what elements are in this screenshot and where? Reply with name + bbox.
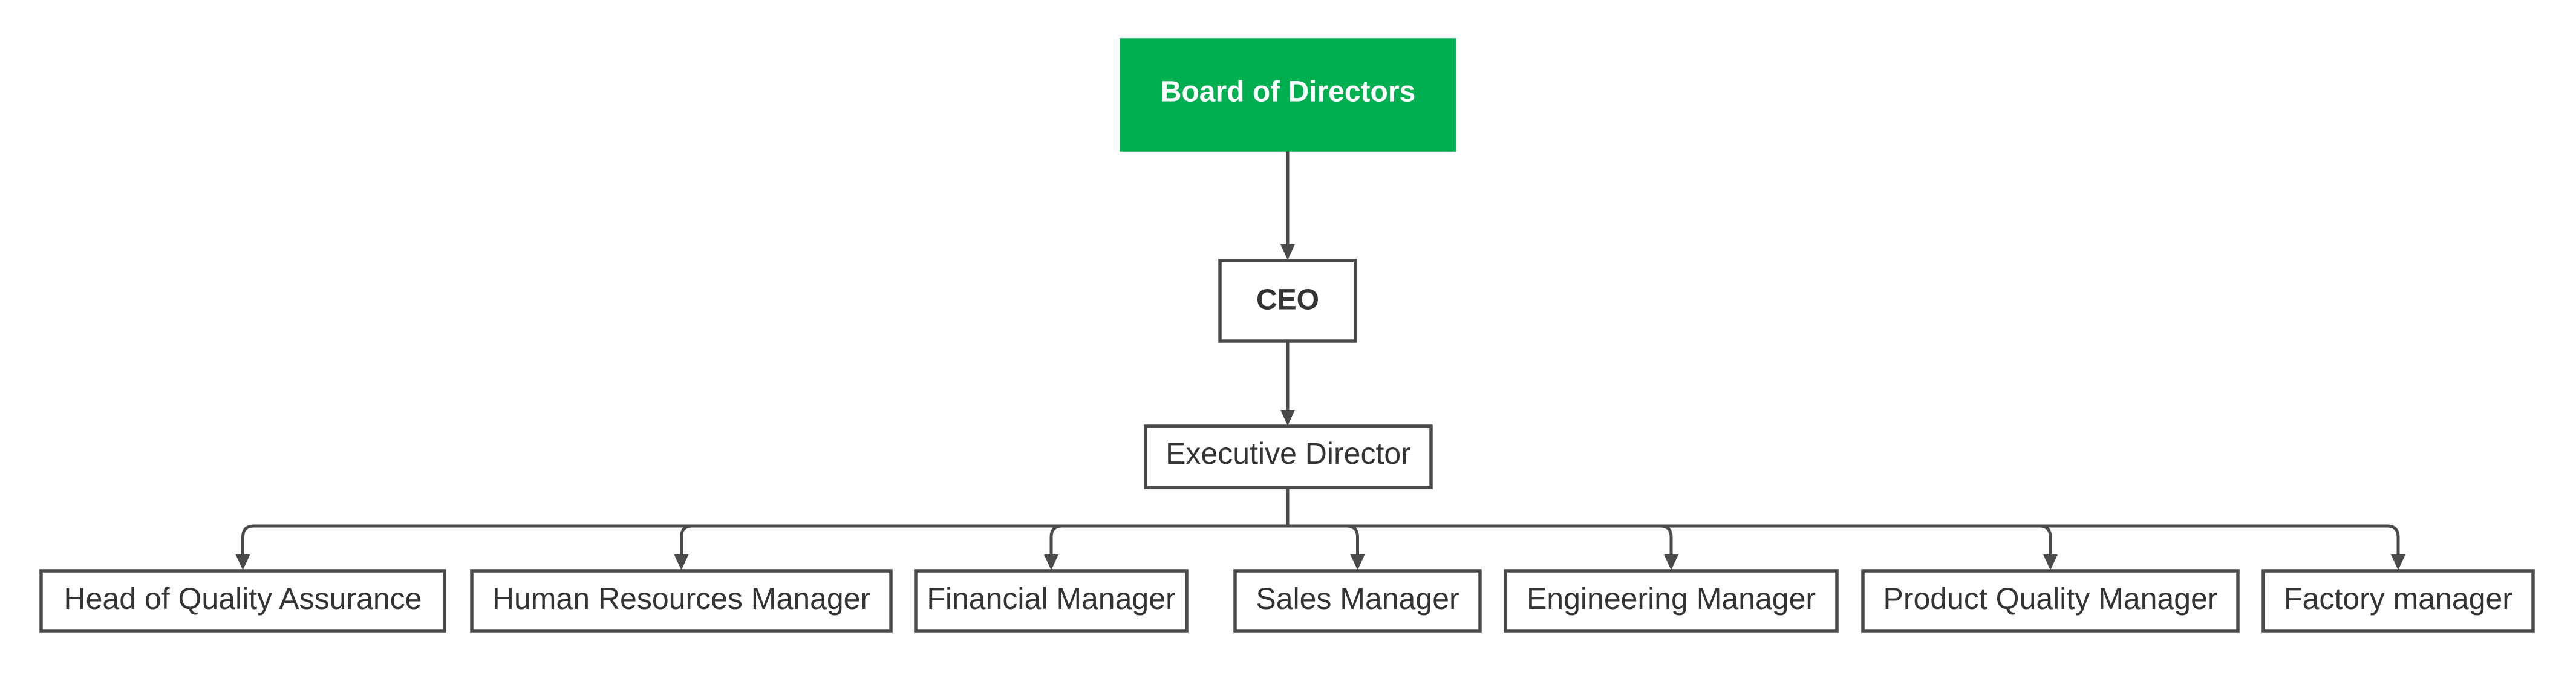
branch-lines [235,524,2405,570]
node-board-of-directors-label: Board of Directors [1161,76,1415,108]
node-human-resources-manager-label: Human Resources Manager [492,582,870,616]
node-factory-manager: Factory manager [2261,569,2535,633]
node-executive-director-label: Executive Director [1166,437,1411,470]
connector-executive-to-sales-manager [1288,524,1359,556]
connector-executive-to-human-resources-manager [680,524,1288,556]
node-factory-manager-label: Factory manager [2284,582,2512,616]
node-ceo: CEO [1218,259,1357,343]
arrowhead-head-of-quality-assurance [235,554,250,570]
manager-nodes: Head of Quality Assurance Human Resources… [39,569,2535,633]
connector-executive-to-factory-manager [1288,524,2400,556]
node-executive-director: Executive Director [1144,424,1433,489]
node-product-quality-manager: Product Quality Manager [1861,569,2240,633]
connector-executive-to-engineering-manager [1288,524,1673,556]
node-engineering-manager: Engineering Manager [1504,569,1839,633]
arrowhead-ceo [1280,244,1295,260]
node-sales-manager-label: Sales Manager [1256,582,1459,616]
connector-executive-to-head-of-quality-assurance [241,524,1288,556]
arrowhead-engineering-manager [1664,554,1678,570]
arrowhead-human-resources-manager [674,554,689,570]
arrowhead-product-quality-manager [2043,554,2058,570]
connectors [235,150,2405,570]
node-ceo-label: CEO [1256,284,1319,316]
connector-executive-to-financial-manager [1049,524,1288,556]
node-financial-manager: Financial Manager [914,569,1189,633]
arrowhead-executive [1280,410,1295,426]
arrowhead-factory-manager [2391,554,2405,570]
node-product-quality-manager-label: Product Quality Manager [1883,582,2217,616]
node-financial-manager-label: Financial Manager [927,582,1175,616]
arrowhead-sales-manager [1350,554,1365,570]
node-head-of-quality-assurance-label: Head of Quality Assurance [64,582,422,616]
node-sales-manager: Sales Manager [1233,569,1482,633]
node-engineering-manager-label: Engineering Manager [1527,582,1816,616]
node-human-resources-manager: Human Resources Manager [470,569,893,633]
node-board-of-directors: Board of Directors [1120,38,1456,152]
arrowhead-financial-manager [1044,554,1058,570]
node-head-of-quality-assurance: Head of Quality Assurance [39,569,446,633]
